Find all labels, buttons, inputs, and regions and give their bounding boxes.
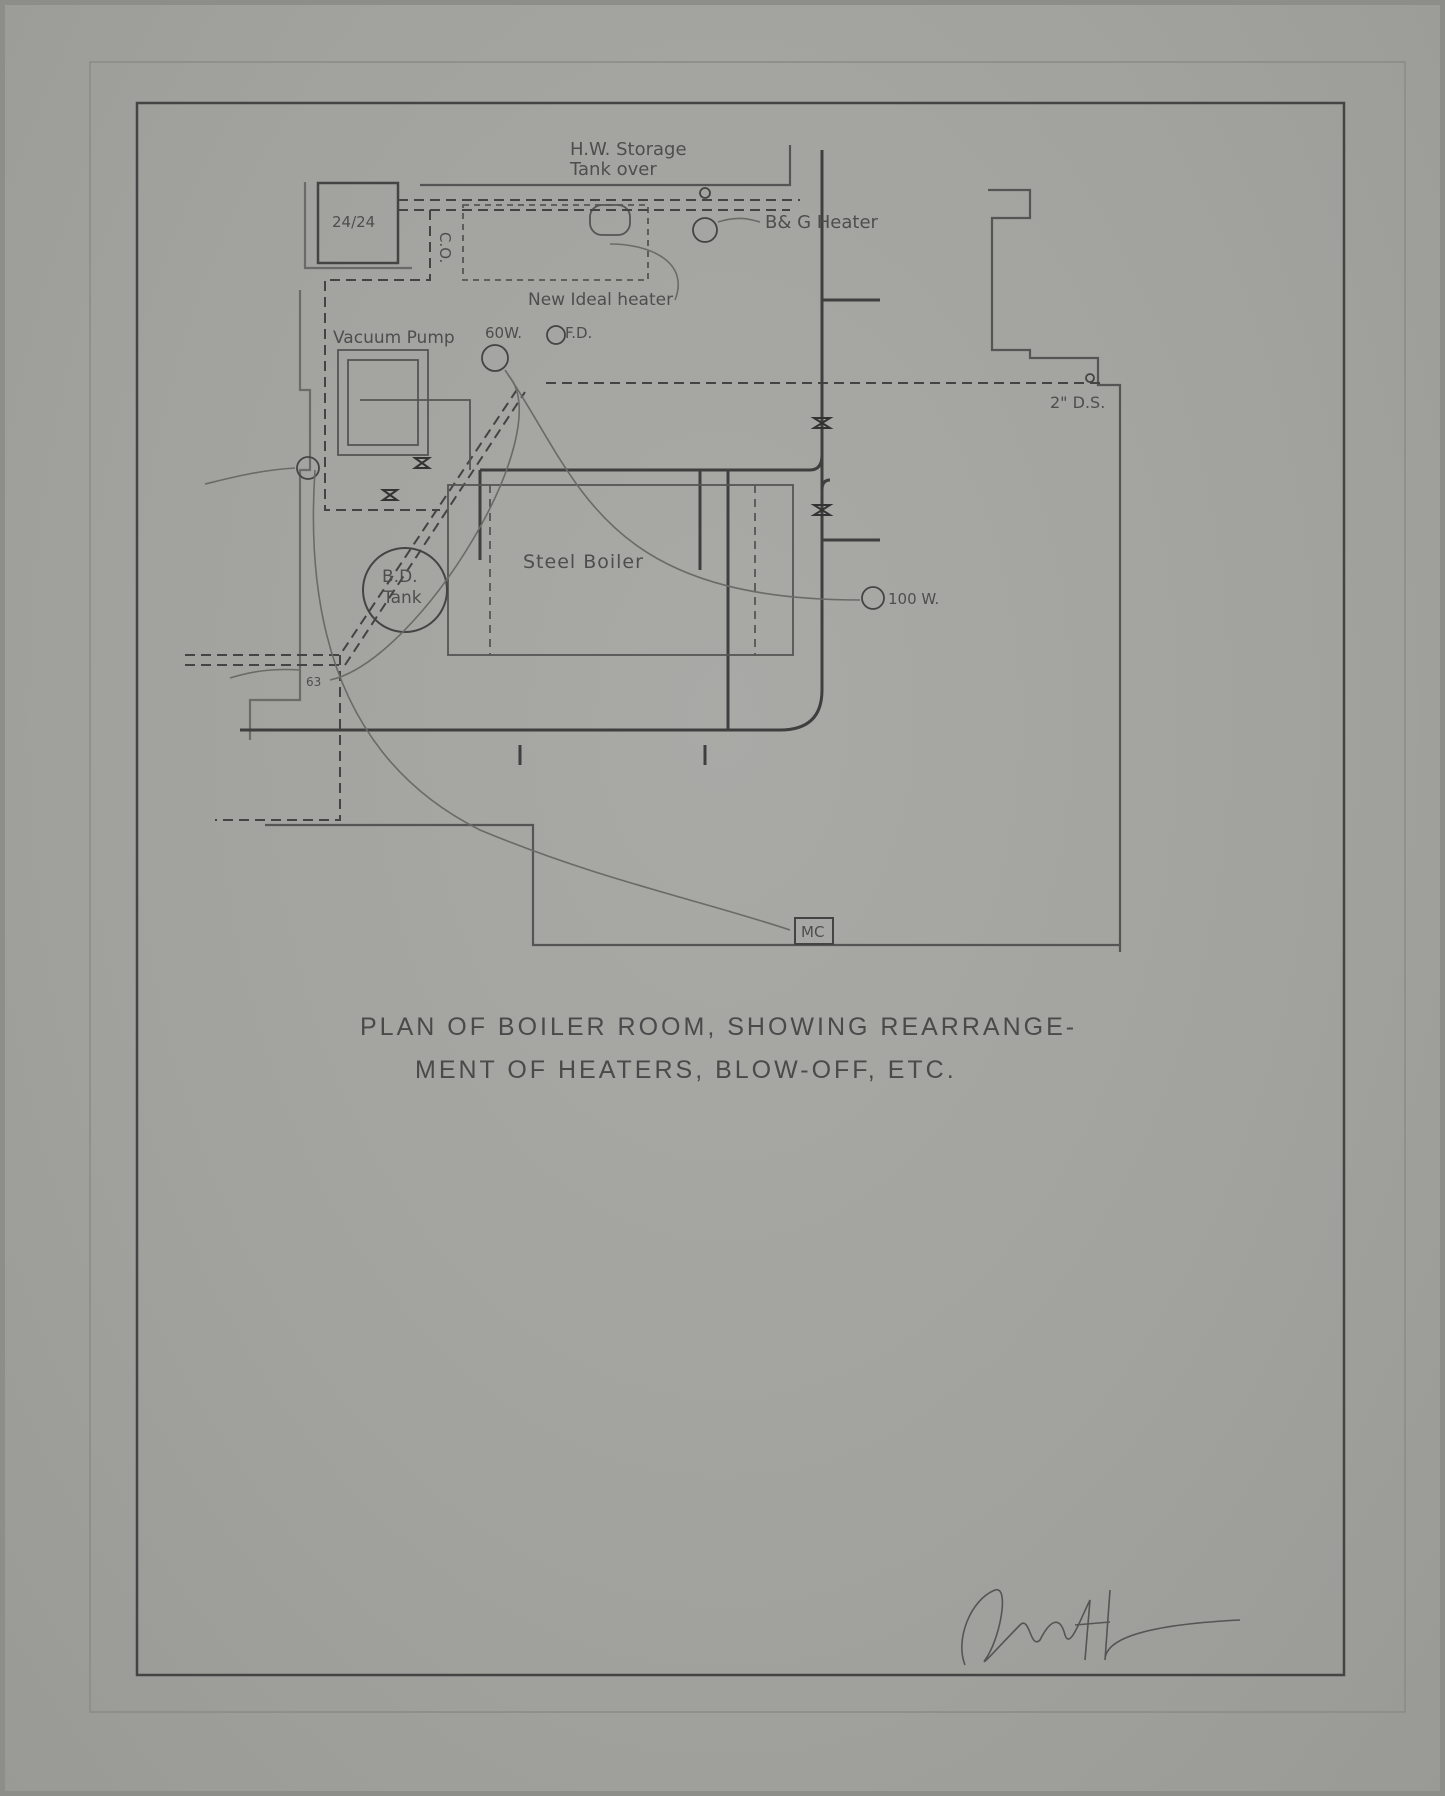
fixtures (296, 187, 1095, 610)
outer-frame (89, 61, 1406, 1713)
vacuum-pump-label: Vacuum Pump (333, 328, 455, 348)
mc-label: MC (801, 923, 824, 941)
flue-size-label: 24/24 (332, 213, 375, 231)
caption-line-2: MENT OF HEATERS, BLOW-OFF, ETC. (415, 1056, 957, 1084)
code-63-label: 63 (306, 675, 321, 689)
caption-line-1: PLAN OF BOILER ROOM, SHOWING REARRANGE- (360, 1013, 1077, 1041)
floor-drain-label: F.D. (565, 324, 592, 342)
bg-heater-label: B& G Heater (765, 212, 879, 233)
motor-controller-box (794, 917, 834, 945)
wiring (204, 217, 861, 931)
new-ideal-heater-label: New Ideal heater (528, 290, 673, 310)
steel-boiler (447, 484, 794, 656)
steel-boiler-label: Steel Boiler (523, 551, 644, 573)
downspout-label: 2" D.S. (1050, 393, 1105, 412)
lamp-60w-label: 60W. (485, 324, 522, 342)
inner-border (135, 101, 1346, 1677)
lamp-100w-label: 100 W. (888, 590, 939, 608)
hw-storage-tank (462, 204, 649, 281)
valves (379, 417, 834, 516)
signature (961, 1589, 1241, 1666)
blow-down-tank (362, 547, 448, 633)
vacuum-pump (337, 349, 471, 470)
tank-over-label: Tank over (569, 159, 657, 180)
flue-box (316, 181, 400, 265)
cleanout-label: C.O. (436, 232, 454, 263)
room-walls (248, 145, 1122, 952)
bd-tank-label-2: Tank (382, 588, 422, 608)
hw-storage-label: H.W. Storage (570, 139, 687, 160)
bd-tank-label-1: B.D. (382, 567, 418, 587)
supply-piping (240, 150, 880, 765)
